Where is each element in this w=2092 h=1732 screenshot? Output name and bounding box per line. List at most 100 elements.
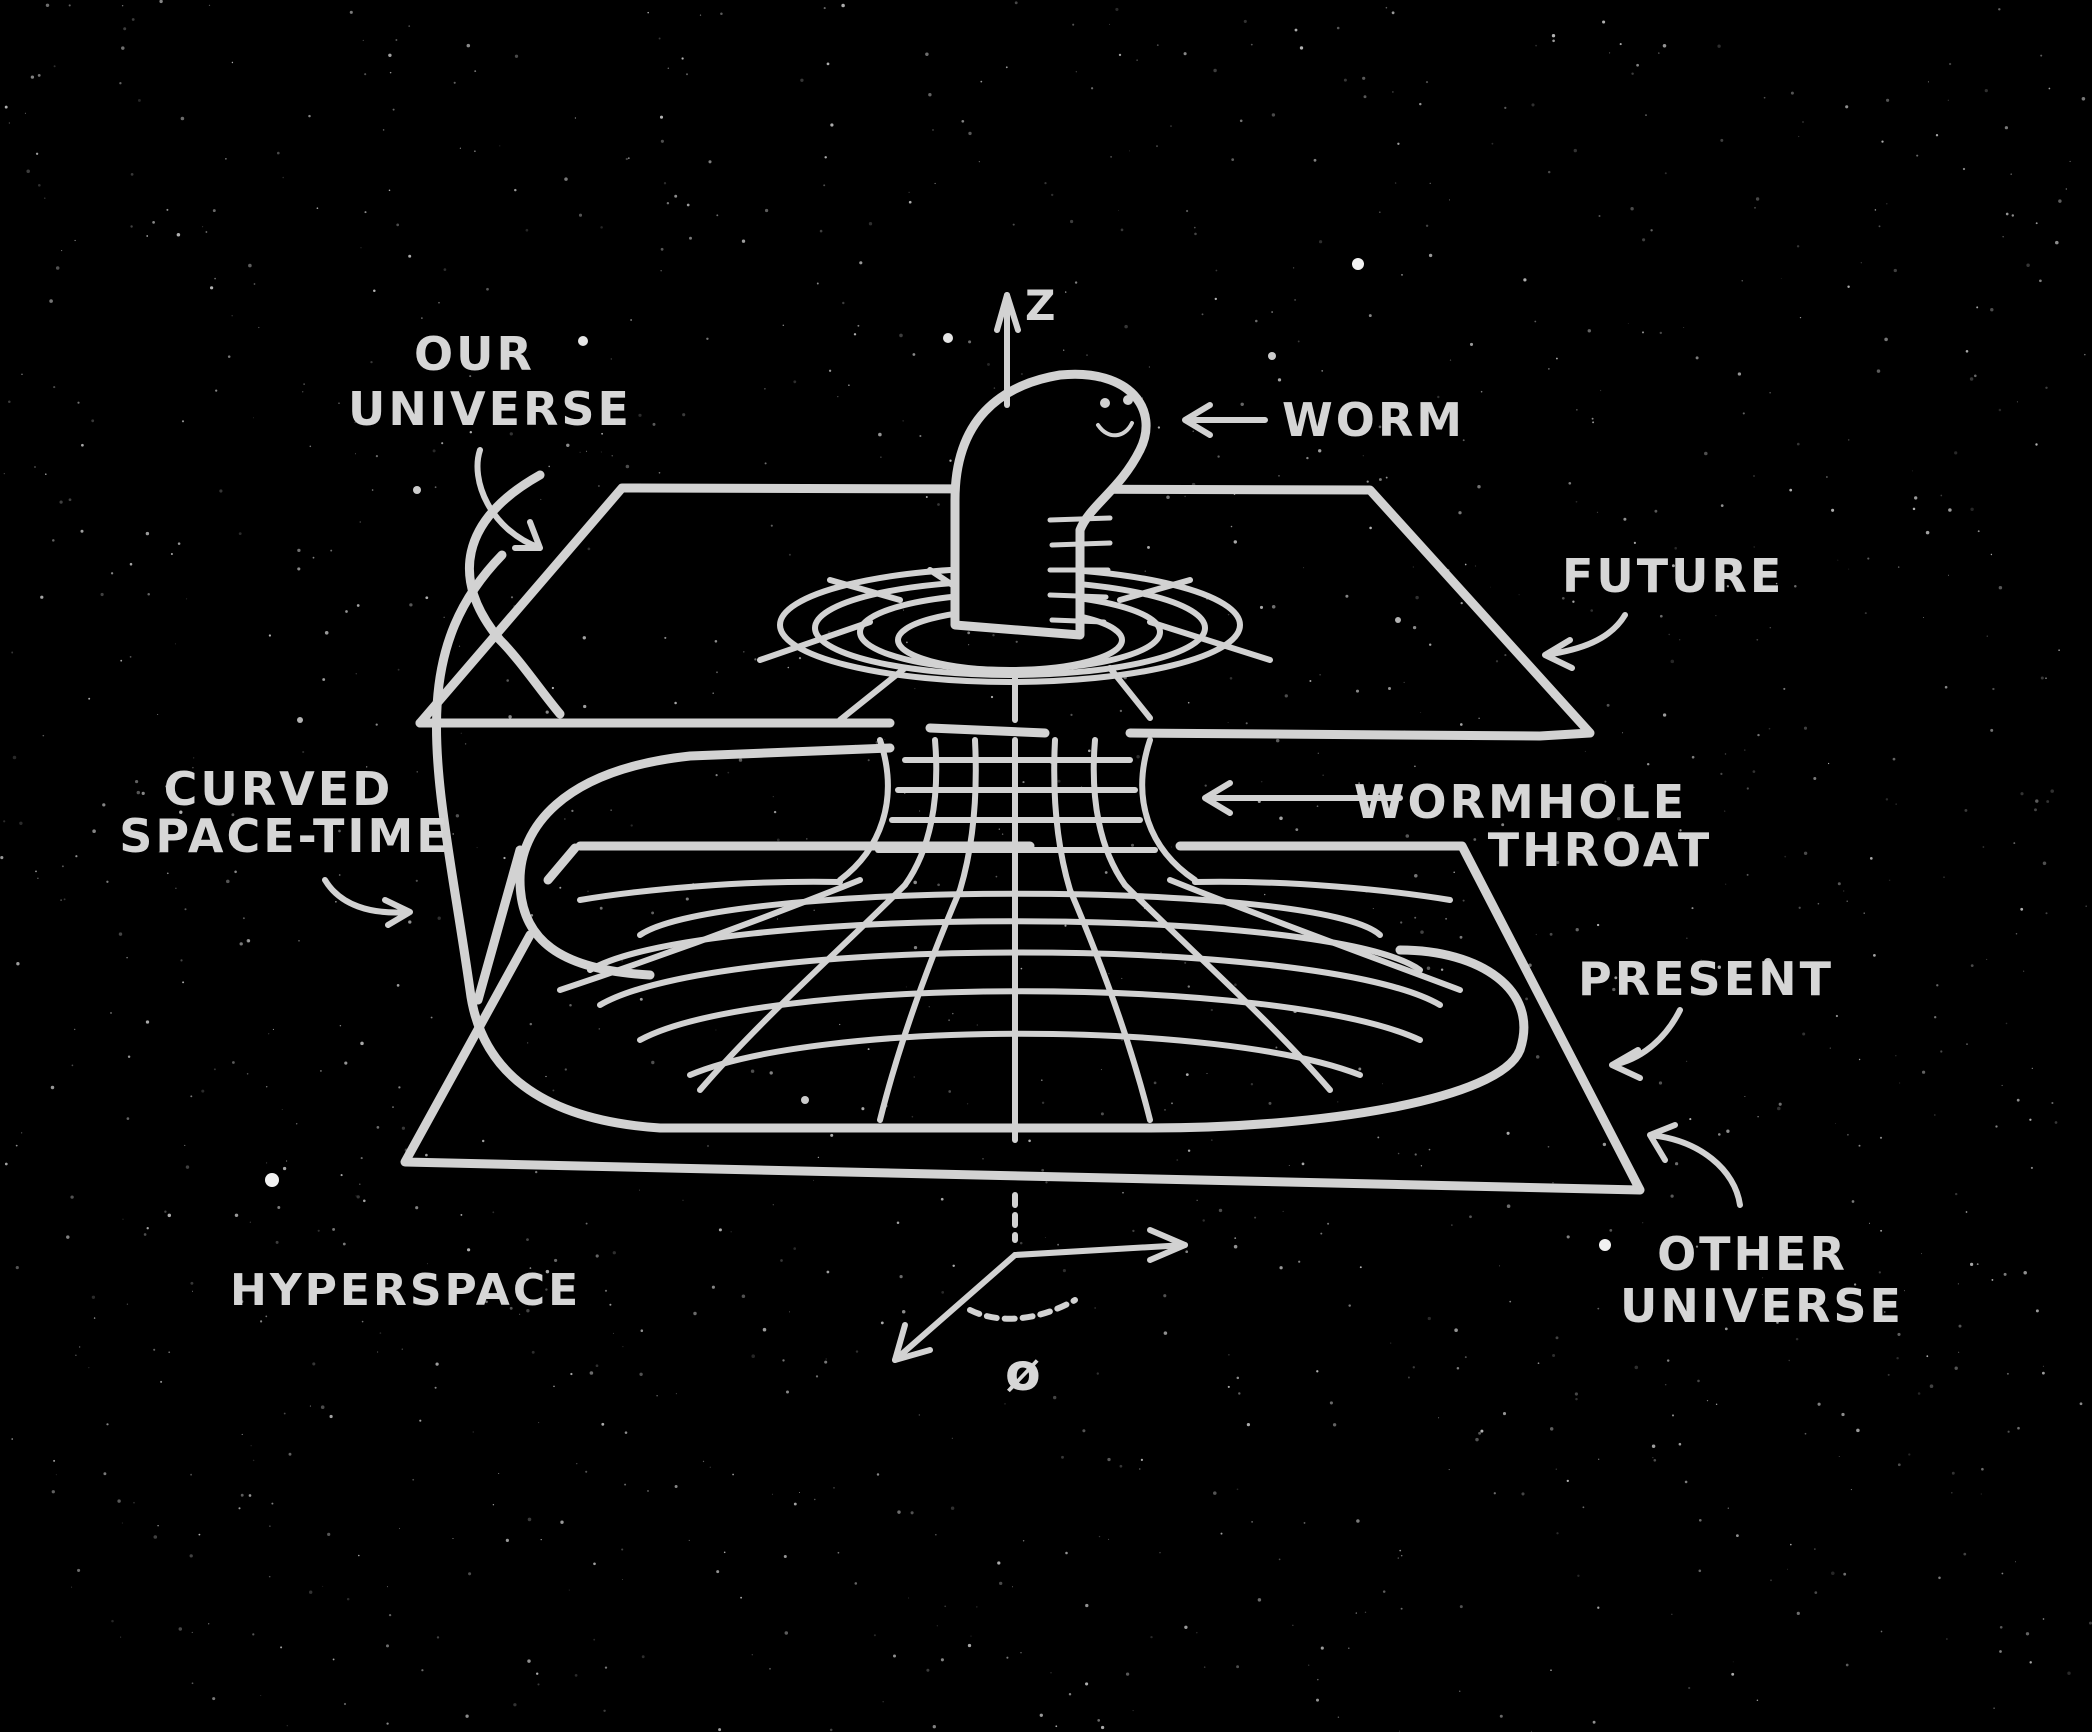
star-dot: [1474, 565, 1477, 567]
star-dot: [1122, 1191, 1124, 1194]
star-dot: [1504, 106, 1507, 110]
star-dot: [750, 1069, 755, 1073]
star-dot: [1236, 1488, 1239, 1491]
star-dot: [91, 1295, 96, 1299]
star-dot: [1176, 1159, 1179, 1161]
star-dot: [723, 1551, 726, 1554]
star-dot: [434, 486, 437, 489]
star-dot: [1449, 199, 1451, 201]
star-dot: [153, 1535, 158, 1539]
star-dot: [899, 333, 903, 338]
star-dot: [35, 870, 37, 873]
star-dot: [1957, 1283, 1959, 1285]
star-dot: [706, 1144, 710, 1148]
star-dot: [2058, 199, 2062, 203]
star-dot: [1279, 816, 1283, 821]
star-dot: [120, 1636, 122, 1638]
star-dot: [398, 1527, 401, 1530]
star-dot: [118, 932, 123, 936]
star-dot: [1984, 89, 1988, 93]
star-dot: [1549, 932, 1553, 936]
star-dot: [126, 956, 128, 959]
star-dot: [1419, 102, 1422, 106]
star-dot: [152, 221, 155, 224]
star-dot: [309, 445, 312, 448]
star-dot: [579, 451, 581, 453]
star-dot: [426, 1263, 428, 1265]
star-dot: [1998, 408, 2002, 412]
star-dot: [1881, 140, 1884, 143]
star-dot: [899, 1275, 903, 1279]
star-dot: [1641, 331, 1645, 334]
star-dot: [1318, 449, 1322, 453]
star-dot: [324, 631, 329, 635]
star-dot: [1150, 1635, 1153, 1639]
star-dot: [1186, 209, 1189, 213]
star-dot: [1459, 935, 1463, 939]
star-dot: [1802, 121, 1804, 123]
star-dot: [77, 401, 80, 404]
star-dot: [1535, 44, 1538, 47]
star-dot: [743, 651, 745, 653]
star-dot: [641, 1655, 645, 1659]
star-dot: [443, 616, 445, 618]
star-dot: [121, 46, 125, 50]
star-dot: [1895, 803, 1897, 805]
star-dot: [1428, 253, 1433, 258]
star-dot: [716, 671, 718, 674]
star-dot: [137, 98, 141, 102]
star-dot: [322, 678, 326, 681]
star-dot: [1670, 659, 1675, 664]
star-dot: [1320, 1646, 1324, 1650]
star-dot: [913, 880, 917, 885]
star-dot: [1098, 1535, 1101, 1538]
star-dot: [1597, 1606, 1600, 1609]
star-dot: [1480, 390, 1483, 393]
star-dot: [1741, 280, 1743, 282]
star-dot: [776, 838, 780, 842]
star-dot: [830, 1133, 834, 1137]
star-dot: [1228, 1354, 1230, 1356]
star-dot: [1110, 156, 1112, 158]
star-dot: [1732, 1661, 1734, 1663]
star-dot: [782, 324, 785, 327]
star-dot: [708, 160, 712, 164]
star-dot: [941, 1291, 945, 1294]
star-dot: [441, 442, 444, 445]
star-dot: [269, 1525, 271, 1527]
star-dot: [1356, 1519, 1360, 1523]
star-dot: [260, 1694, 262, 1697]
star-dot: [1780, 277, 1782, 279]
star-dot: [968, 131, 972, 136]
star-dot: [598, 1028, 601, 1030]
present-label: PRESENT: [1578, 952, 1834, 1006]
star-dot: [1264, 893, 1266, 896]
star-dot: [1647, 1303, 1651, 1307]
star-dot: [392, 108, 395, 111]
star-dot: [570, 1372, 573, 1376]
star-dot: [1278, 1558, 1281, 1561]
star-dot: [1064, 924, 1067, 927]
star-dot: [663, 182, 667, 185]
star-dot: [1575, 928, 1579, 932]
star-dot: [129, 656, 132, 658]
star-dot: [1297, 340, 1300, 343]
star-dot: [720, 12, 723, 16]
star-dot: [1717, 44, 1721, 48]
star-dot: [771, 1493, 773, 1495]
star-dot: [1012, 1586, 1013, 1588]
star-dot: [1777, 1106, 1781, 1111]
star-dot: [1397, 1557, 1399, 1559]
star-dot: [693, 1311, 697, 1316]
star-dot: [1829, 1047, 1831, 1049]
star-dot: [2042, 861, 2047, 866]
star-dot: [141, 791, 145, 795]
star-dot: [481, 1139, 485, 1143]
star-dot: [1691, 755, 1695, 759]
star-dot: [1995, 1125, 1998, 1128]
star-dot: [1495, 660, 1499, 663]
star-dot: [1499, 1714, 1503, 1718]
star-dot: [37, 183, 41, 187]
star-dot: [1090, 87, 1094, 90]
star-dot: [674, 701, 677, 705]
